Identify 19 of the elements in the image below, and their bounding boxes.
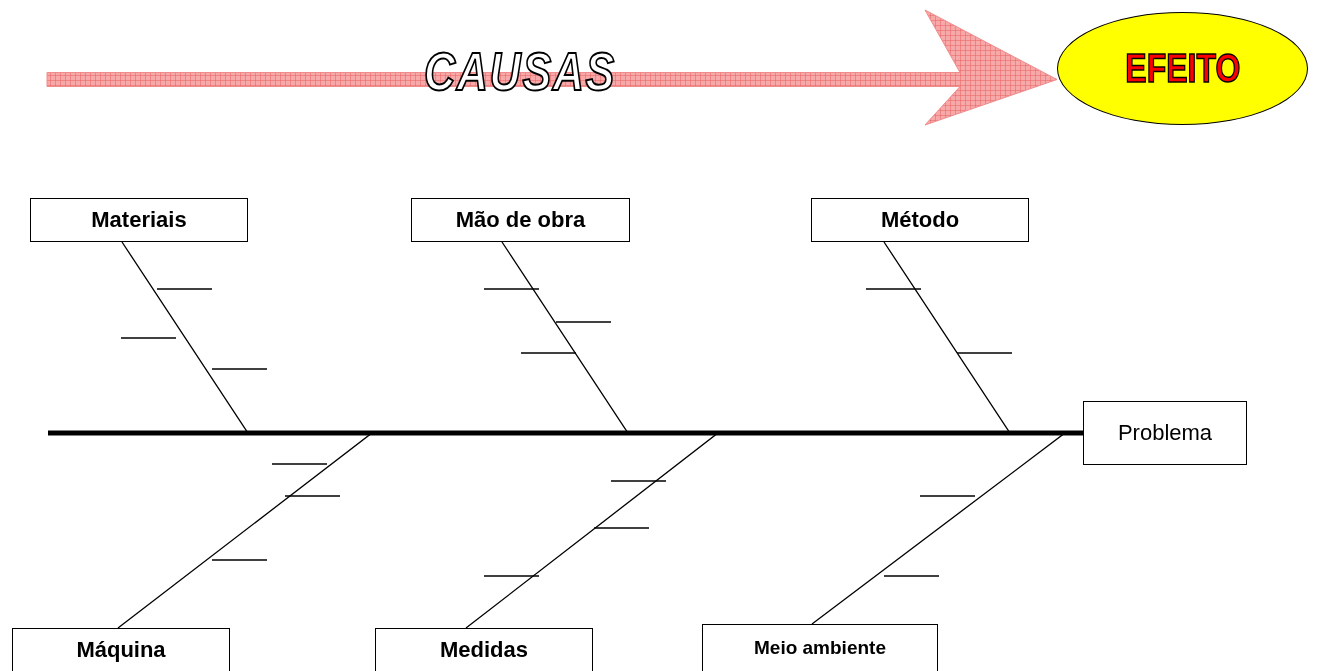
spine-line <box>48 430 1083 436</box>
category-box <box>702 624 938 671</box>
category-label: Meio ambiente <box>754 636 886 659</box>
category-box <box>30 198 248 242</box>
category-box <box>411 198 630 242</box>
category-label: Método <box>880 207 960 233</box>
category-box <box>375 628 593 671</box>
edge-label: CAUSAS <box>424 40 617 102</box>
category-label: Materiais <box>91 207 187 233</box>
category-label: Problema <box>1117 420 1213 446</box>
category-box <box>811 198 1029 242</box>
effect-title: EFEITO <box>1125 46 1240 91</box>
category-label: Máquina <box>76 636 166 663</box>
category-label: Mão de obra <box>455 207 586 233</box>
category-label: Medidas <box>440 636 528 663</box>
bone-line <box>811 432 1084 625</box>
arrow <box>46 9 1058 126</box>
category-box <box>12 628 230 671</box>
category-box <box>1083 401 1247 465</box>
